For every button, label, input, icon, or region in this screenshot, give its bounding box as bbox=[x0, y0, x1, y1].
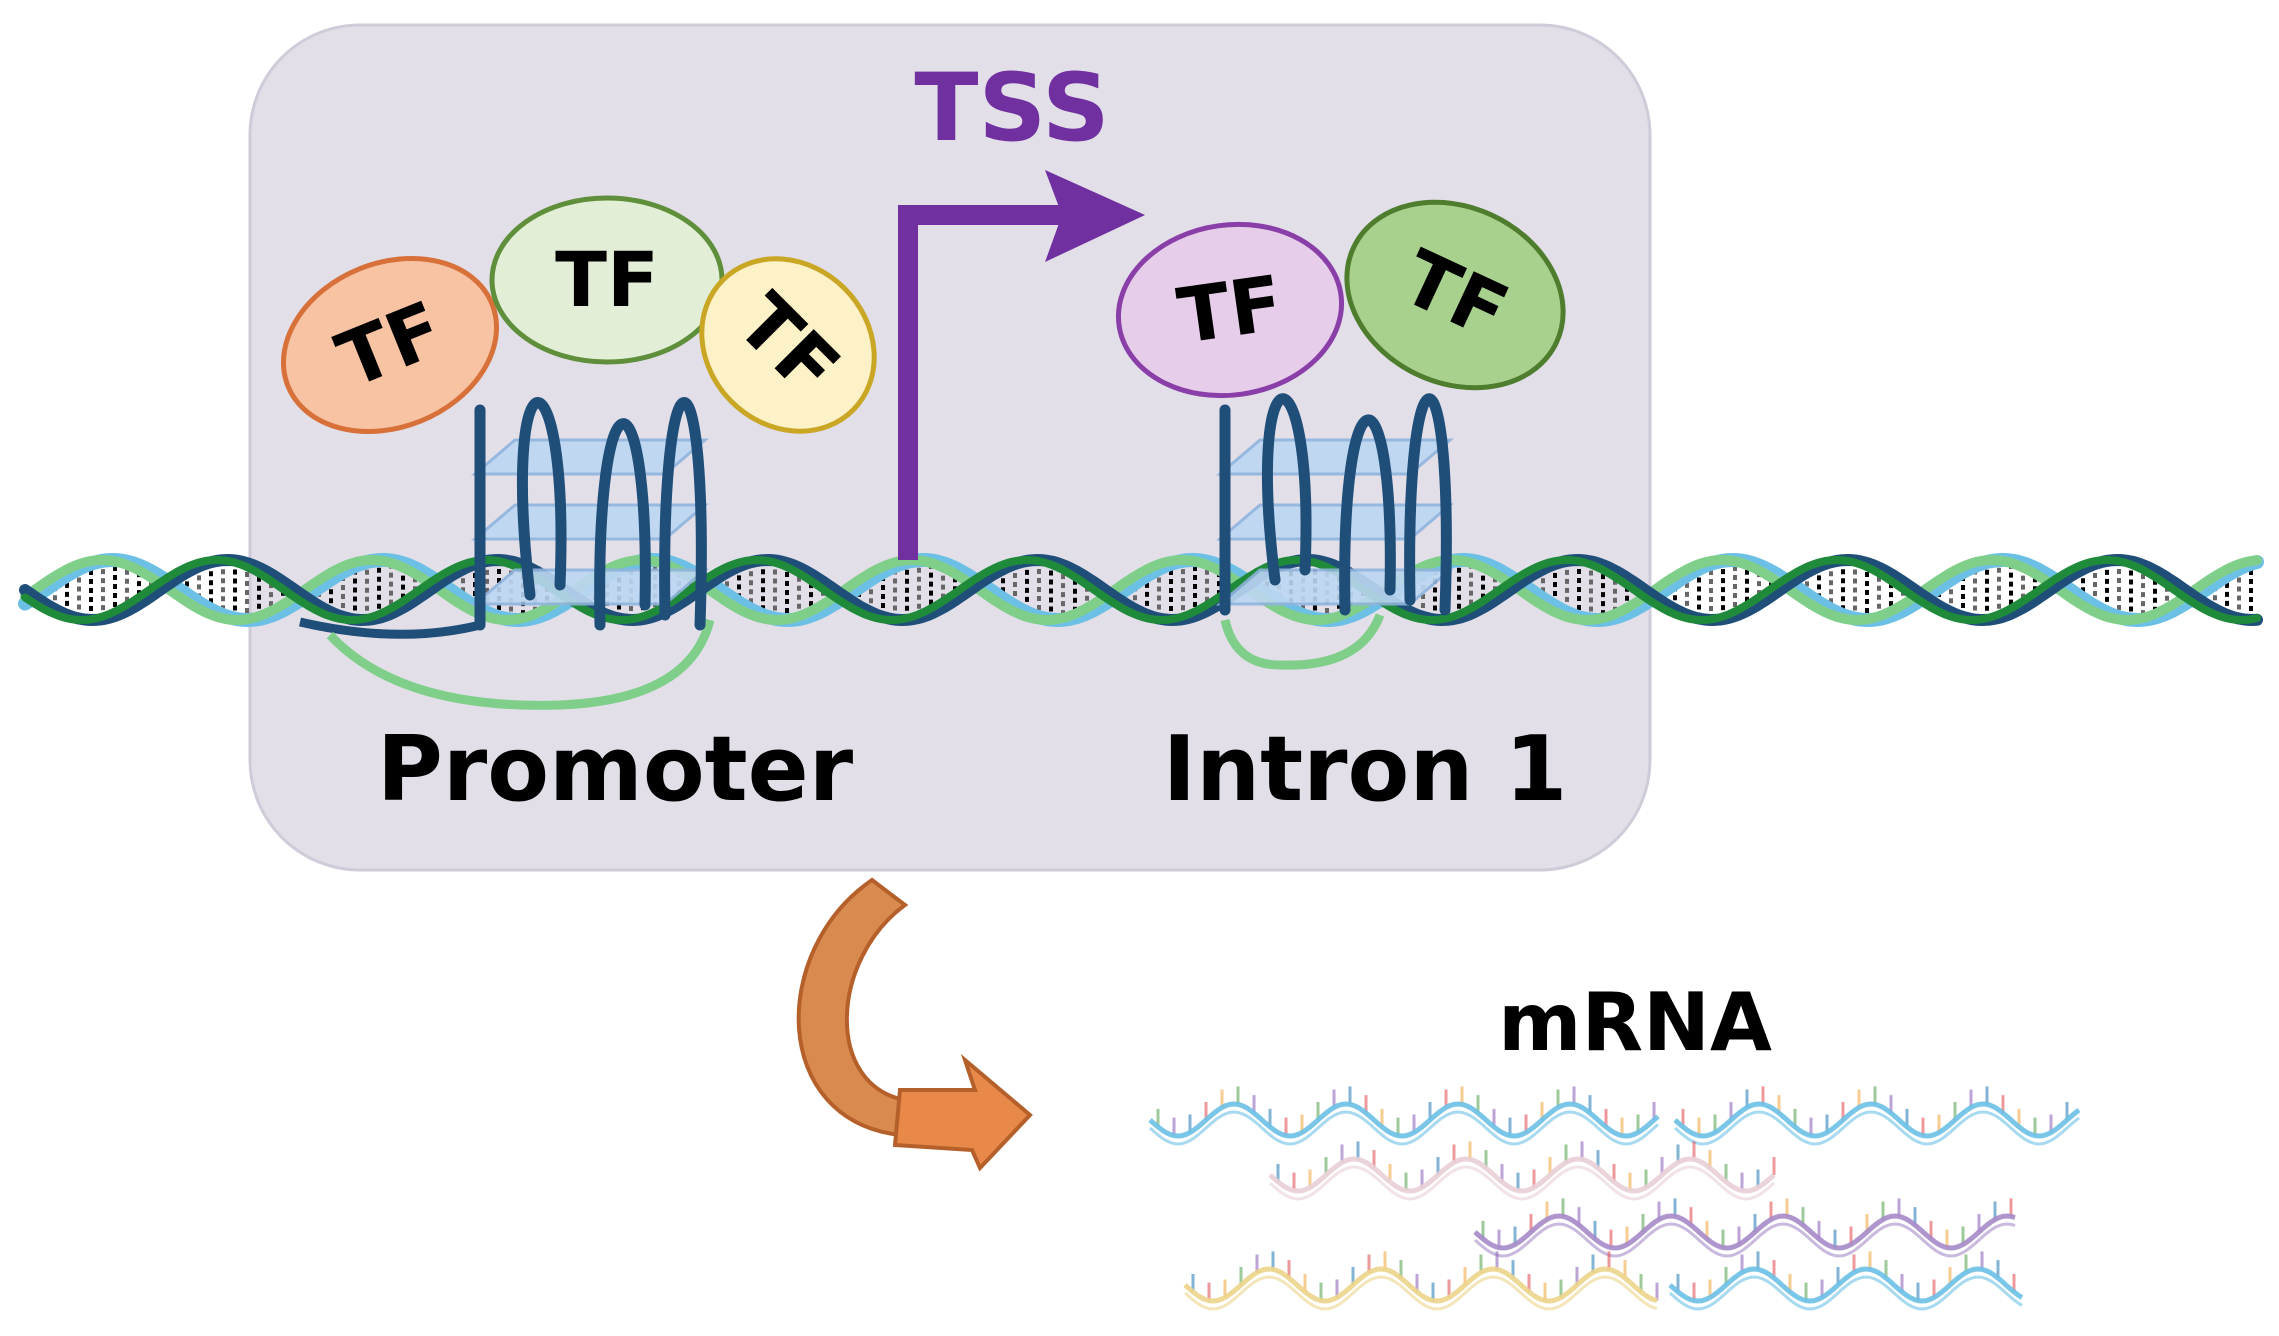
promoter-dark-loop bbox=[298, 617, 482, 639]
curved-arrow-body bbox=[796, 877, 909, 1138]
dna-strand-light-green bbox=[20, 554, 2262, 626]
mrna-4-backbone bbox=[1473, 1213, 2016, 1251]
mrna-label: mRNA bbox=[1498, 976, 1772, 1069]
mrna-2-backbone-inner bbox=[1673, 1110, 2080, 1146]
tf-3: TF bbox=[699, 256, 877, 434]
tf-3-ellipse bbox=[699, 256, 877, 434]
tf-5: TF bbox=[1344, 199, 1566, 391]
tss-arrowhead bbox=[1045, 170, 1145, 262]
mrna-6-backbone bbox=[1668, 1266, 2024, 1304]
mrna-2-backbone bbox=[1673, 1101, 2081, 1139]
mrna-5-backbone-inner bbox=[1183, 1275, 1658, 1311]
tf-4-label: TF bbox=[1172, 258, 1287, 361]
g-quadruplex-promoter bbox=[470, 397, 710, 631]
tf-4-ellipse bbox=[1115, 221, 1345, 399]
tf-2: TF bbox=[489, 195, 725, 365]
intron-label: Intron 1 bbox=[1163, 717, 1568, 822]
g-tetrad-plate bbox=[470, 568, 710, 606]
tss-label: TSS bbox=[914, 54, 1109, 163]
mrna-5-backbone bbox=[1183, 1266, 1658, 1304]
mrna-1-backbone bbox=[1148, 1101, 1660, 1139]
intron-green-loop bbox=[1220, 613, 1385, 670]
tss-arrow-shaft bbox=[898, 205, 1080, 560]
mrna-strands bbox=[1148, 1086, 2081, 1311]
tf-4: TF bbox=[1115, 221, 1345, 399]
g4-strand-loop bbox=[1262, 393, 1312, 586]
tf-2-label: TF bbox=[555, 235, 659, 324]
g4-strand-loop bbox=[1404, 393, 1452, 616]
tf-1-ellipse bbox=[280, 256, 500, 434]
g-quadruplex-intron bbox=[1215, 393, 1455, 616]
mrna-4-backbone-inner bbox=[1473, 1222, 2016, 1258]
g-tetrad-plate bbox=[1215, 568, 1455, 606]
g4-strand-loop bbox=[517, 397, 567, 601]
promoter-label: Promoter bbox=[377, 717, 854, 822]
tf-5-ellipse bbox=[1344, 199, 1566, 391]
mrna-1-backbone-inner bbox=[1148, 1110, 1660, 1146]
curved-arrow-head bbox=[892, 1053, 1033, 1172]
mrna-6-backbone-inner bbox=[1668, 1275, 2023, 1311]
g4-strand-loop bbox=[659, 397, 707, 631]
tf-1: TF bbox=[280, 256, 500, 434]
g4-strand-loop bbox=[1339, 414, 1396, 616]
promoter-green-loop bbox=[326, 618, 715, 710]
mrna-3-backbone-inner bbox=[1268, 1165, 1776, 1201]
dna-strand-green bbox=[21, 555, 2261, 625]
mrna-3-backbone bbox=[1268, 1156, 1776, 1194]
dna-strand-dark-blue bbox=[19, 553, 2263, 627]
g4-strand-loop bbox=[594, 418, 651, 631]
